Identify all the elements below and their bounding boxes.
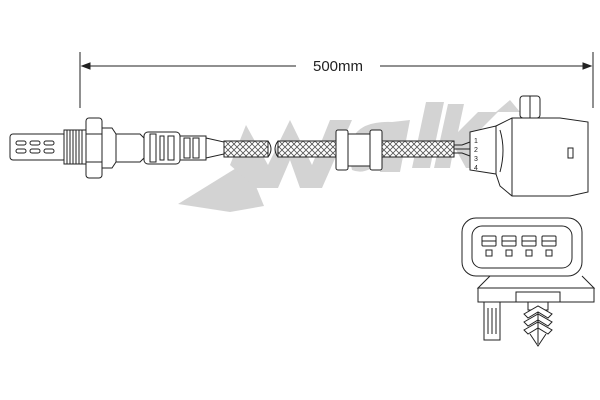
connector-side-view: 1 2 3 4 [469, 95, 589, 197]
pin-number-4: 4 [474, 165, 478, 172]
sensor-sleeve [115, 131, 225, 165]
mounting-clip [515, 291, 561, 347]
sensor-thread [63, 129, 87, 165]
sensor-hex-body [85, 117, 117, 179]
pin-number-3: 3 [474, 156, 478, 163]
sensor-probe [9, 133, 67, 161]
braided-cable-segment [381, 140, 455, 158]
dimension-length-label: 500mm [296, 56, 380, 78]
braided-cable-segment [223, 140, 272, 158]
cable-grommet [335, 129, 383, 171]
braided-cable-segment [274, 140, 337, 158]
pin-number-1: 1 [474, 138, 478, 145]
pin-number-2: 2 [474, 147, 478, 154]
connector-wires [454, 141, 471, 157]
